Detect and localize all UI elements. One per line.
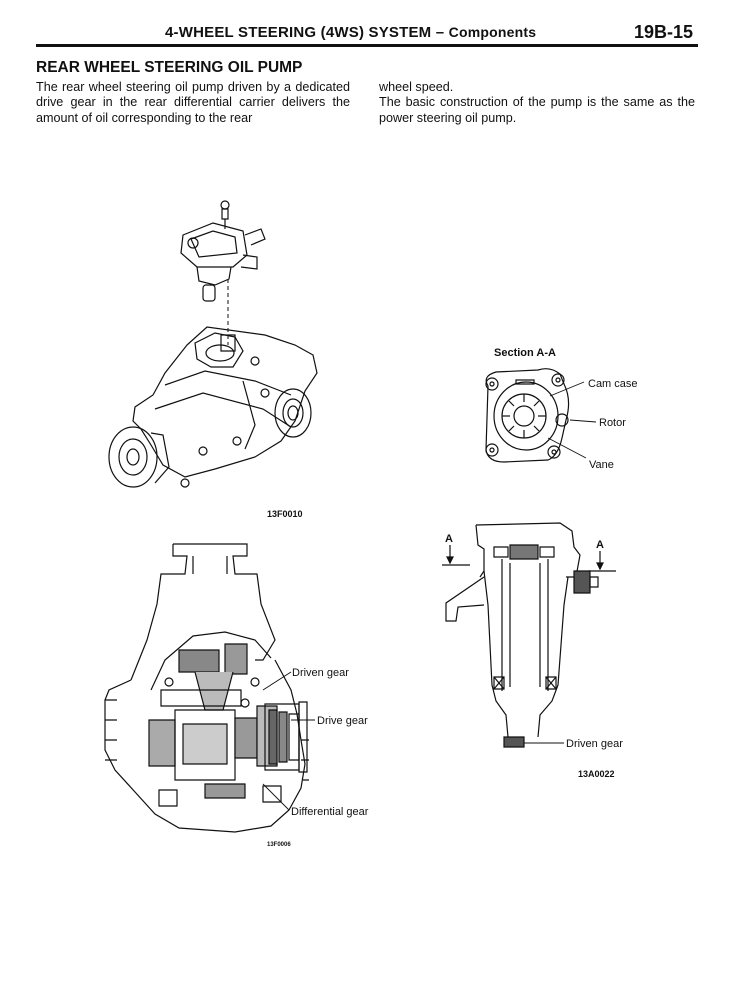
paragraph-2: The basic construction of the pump is th…: [379, 95, 695, 125]
label-drive-gear: Drive gear: [317, 715, 368, 727]
figure-differential-section: Driven gear Drive gear Differential gear…: [95, 540, 369, 848]
page-number: 19B-15: [634, 22, 694, 42]
section-mark-left: A: [445, 533, 453, 545]
figure-section-aa: Section A-A Cam case Rotor Vane: [478, 347, 638, 471]
body-column-2: wheel speed. The basic construction of t…: [379, 80, 695, 126]
label-cam-case: Cam case: [588, 378, 638, 390]
header-title: 4-WHEEL STEERING (4WS) SYSTEM – Componen…: [165, 24, 536, 41]
body-column-1: The rear wheel steering oil pump driven …: [36, 80, 350, 126]
label-rotor: Rotor: [599, 417, 626, 429]
header-title-main: 4-WHEEL STEERING (4WS) SYSTEM: [165, 24, 432, 41]
label-differential-gear: Differential gear: [291, 806, 369, 818]
section-mark-right: A: [596, 539, 604, 551]
figure-code-13a0022: 13A0022: [578, 769, 615, 779]
figure-code-13f0010: 13F0010: [267, 509, 303, 519]
header-rule: [36, 44, 698, 47]
paragraph-1-part-1: The rear wheel steering oil pump driven …: [36, 80, 350, 125]
figure-pump-section: A A Driven gear 13A0022: [440, 515, 623, 779]
paragraph-1-part-2: wheel speed.: [379, 80, 454, 94]
section-aa-title: Section A-A: [494, 347, 556, 359]
section-title: REAR WHEEL STEERING OIL PUMP: [36, 59, 303, 76]
header-title-sub: Components: [448, 24, 537, 40]
label-pump-driven-gear: Driven gear: [566, 738, 623, 750]
label-driven-gear: Driven gear: [292, 667, 349, 679]
label-vane: Vane: [589, 459, 614, 471]
header-title-separator: –: [431, 24, 449, 41]
figure-code-13f0006: 13F0006: [267, 842, 291, 848]
figure-differential-exterior: 13F0010: [95, 195, 335, 519]
